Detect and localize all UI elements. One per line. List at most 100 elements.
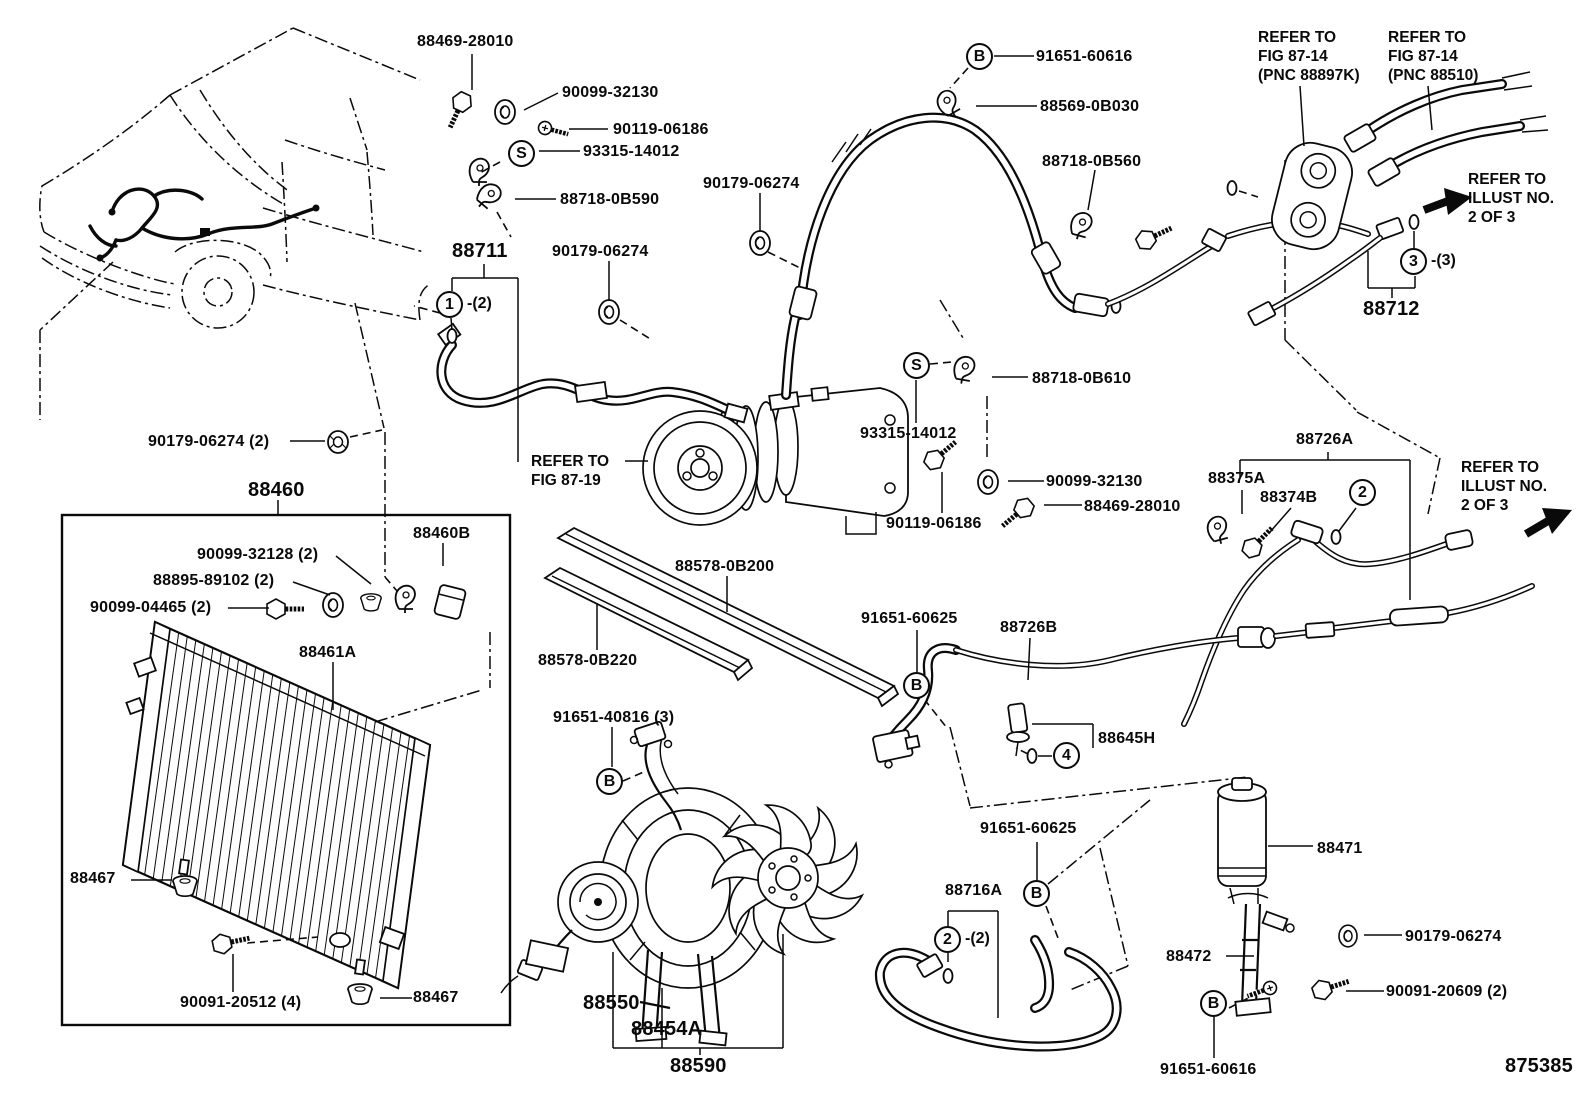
liquid-pipes bbox=[872, 513, 1535, 769]
part-label-88716A: 88716A bbox=[945, 882, 1003, 899]
part-label-90119-06186-a: 90119-06186 bbox=[613, 121, 709, 138]
callout-symbol-1: 1 bbox=[436, 291, 463, 318]
part-label-88590: 88590 bbox=[670, 1055, 727, 1077]
hose-88716a bbox=[874, 935, 1122, 1052]
fan-blades-88454a bbox=[703, 793, 870, 961]
part-label-88712: 88712 bbox=[1363, 298, 1420, 320]
callout-S-b: S bbox=[903, 352, 931, 380]
note-fig87-14-right: REFER TO FIG 87-14 (PNC 88510) bbox=[1388, 29, 1479, 84]
part-label-90179-06274-a: 90179-06274 bbox=[703, 175, 800, 192]
part-label-88467-a: 88467 bbox=[70, 870, 116, 887]
part-label-90099-04465: 90099-04465 (2) bbox=[90, 599, 212, 616]
callout-symbol-3: 3 bbox=[1400, 248, 1427, 275]
expansion-fitting bbox=[872, 729, 921, 769]
refer-arrow-mid bbox=[1523, 508, 1572, 538]
condenser-bracket-parts bbox=[267, 430, 467, 620]
callout-symbol-S-a: S bbox=[508, 140, 535, 167]
part-label-91651-60625-b: 91651-60625 bbox=[980, 820, 1077, 837]
callout-1: 1-(2) bbox=[436, 291, 492, 319]
condenser bbox=[121, 620, 432, 1006]
part-label-91651-60616-a: 91651-60616 bbox=[1036, 48, 1133, 65]
part-label-88726A: 88726A bbox=[1296, 431, 1354, 448]
part-label-88472: 88472 bbox=[1166, 948, 1212, 965]
hoses-88510 bbox=[1343, 71, 1549, 187]
part-label-93315-14012-a: 93315-14012 bbox=[583, 143, 680, 160]
discharge-pipes bbox=[1066, 180, 1420, 327]
part-label-90099-32128: 90099-32128 (2) bbox=[197, 546, 319, 563]
callout-B-c: B bbox=[903, 672, 931, 700]
callout-symbol-2-a: 2 bbox=[1349, 479, 1376, 506]
part-label-88460: 88460 bbox=[248, 479, 305, 501]
callout-symbol-B-b: B bbox=[596, 768, 623, 795]
receiver-drier-88471 bbox=[1217, 777, 1267, 905]
callout-symbol-4: 4 bbox=[1053, 742, 1080, 769]
part-label-88578-0B220: 88578-0B220 bbox=[538, 652, 638, 669]
callout-symbol-S-b: S bbox=[903, 352, 930, 379]
part-label-88645H: 88645H bbox=[1098, 730, 1156, 747]
part-label-88711: 88711 bbox=[452, 240, 508, 262]
part-label-93315-14012-b: 93315-14012 bbox=[860, 425, 957, 442]
callout-symbol-B-c: B bbox=[903, 672, 930, 699]
figure-number: 875385 bbox=[1505, 1055, 1573, 1077]
callout-2-a: 2 bbox=[1349, 479, 1377, 507]
part-label-88461A: 88461A bbox=[299, 644, 357, 661]
part-label-88718-0B610: 88718-0B610 bbox=[1032, 370, 1132, 387]
pressure-switch-88645h bbox=[1006, 702, 1038, 764]
part-label-88467-b: 88467 bbox=[413, 989, 459, 1006]
part-label-90091-20609: 90091-20609 (2) bbox=[1386, 983, 1508, 1000]
hose-88711 bbox=[436, 322, 749, 424]
leader-lines bbox=[131, 54, 1433, 1058]
part-label-88726B: 88726B bbox=[1000, 619, 1058, 636]
callout-symbol-B-d: B bbox=[1023, 880, 1050, 907]
part-label-88374B: 88374B bbox=[1260, 489, 1318, 506]
note-illust-top: REFER TO ILLUST NO. 2 OF 3 bbox=[1468, 171, 1555, 226]
part-label-88460B: 88460B bbox=[413, 525, 471, 542]
compressor bbox=[642, 386, 909, 535]
callout-suffix-2-b: -(2) bbox=[965, 930, 990, 947]
callout-B-a: B bbox=[966, 43, 994, 71]
callout-symbol-2-b: 2 bbox=[934, 926, 961, 953]
part-label-90179-06274-d: 90179-06274 bbox=[1405, 928, 1502, 945]
callout-S-a: S bbox=[508, 140, 536, 168]
callout-symbol-B-a: B bbox=[966, 43, 993, 70]
car-sketch bbox=[39, 27, 431, 329]
ac-harness-highlight bbox=[88, 187, 320, 262]
part-label-91651-60616-b: 91651-60616 bbox=[1160, 1061, 1257, 1078]
part-label-88469-28010-a: 88469-28010 bbox=[417, 33, 514, 50]
part-label-88569-0B030: 88569-0B030 bbox=[1040, 98, 1140, 115]
callout-suffix-3: -(3) bbox=[1431, 252, 1456, 269]
suction-hose bbox=[781, 112, 1122, 400]
bracket-88472 bbox=[1227, 892, 1358, 1017]
fan-assembly bbox=[500, 720, 870, 1047]
part-label-90099-32130-a: 90099-32130 bbox=[562, 84, 659, 101]
note-fig87-14-left: REFER TO FIG 87-14 (PNC 88897K) bbox=[1258, 29, 1360, 84]
part-label-88895-89102: 88895-89102 (2) bbox=[153, 572, 275, 589]
part-label-88718-0B560: 88718-0B560 bbox=[1042, 153, 1142, 170]
callout-B-e: B bbox=[1200, 990, 1228, 1018]
callout-suffix-1: -(2) bbox=[467, 295, 492, 312]
part-label-90099-32130-b: 90099-32130 bbox=[1046, 473, 1143, 490]
callout-symbol-B-e: B bbox=[1200, 990, 1227, 1017]
part-label-88471: 88471 bbox=[1317, 840, 1363, 857]
note-fig87-19: REFER TO FIG 87-19 bbox=[531, 453, 610, 489]
part-label-90119-06186-b: 90119-06186 bbox=[886, 515, 982, 532]
callout-4: 4 bbox=[1053, 742, 1081, 770]
fitting-88897k bbox=[1271, 141, 1353, 251]
callout-B-d: B bbox=[1023, 880, 1051, 908]
callout-2-b: 2-(2) bbox=[934, 926, 990, 954]
part-label-88718-0B590: 88718-0B590 bbox=[560, 191, 660, 208]
part-label-90179-06274-b: 90179-06274 bbox=[552, 243, 649, 260]
part-label-88578-0B200: 88578-0B200 bbox=[675, 558, 775, 575]
fan-motor-88550 bbox=[500, 861, 639, 994]
part-label-91651-40816: 91651-40816 (3) bbox=[553, 709, 675, 726]
part-label-90091-20512: 90091-20512 (4) bbox=[180, 994, 302, 1011]
part-label-88469-28010-b: 88469-28010 bbox=[1084, 498, 1181, 515]
refer-arrow-top bbox=[1422, 188, 1472, 215]
callout-B-b: B bbox=[596, 768, 624, 796]
note-illust-mid: REFER TO ILLUST NO. 2 OF 3 bbox=[1461, 459, 1548, 514]
seal-bars bbox=[543, 526, 900, 708]
part-label-88454A: 88454A bbox=[631, 1018, 703, 1040]
